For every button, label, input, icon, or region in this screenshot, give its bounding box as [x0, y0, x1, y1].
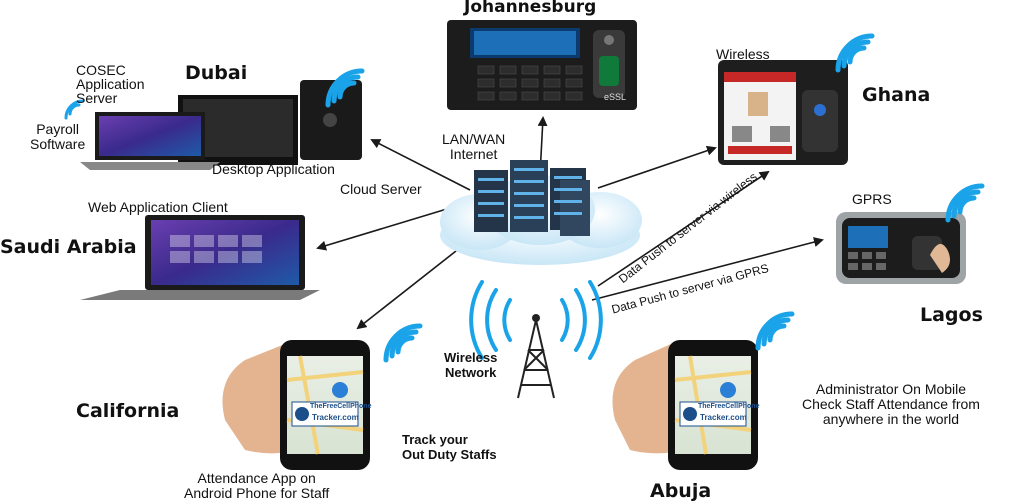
tower-signal-waves — [469, 280, 603, 360]
biometric-terminal-johannesburg — [447, 20, 637, 110]
label-web-application-client: Web Application Client — [88, 199, 228, 215]
label-attendance-app: Attendance App on Android Phone for Staf… — [184, 471, 329, 501]
label-wireless-net-line1: Wireless — [444, 350, 498, 365]
label-payroll-software: Payroll Software — [30, 122, 85, 152]
wifi-icon-abuja — [755, 311, 795, 351]
city-dubai: Dubai — [185, 62, 248, 84]
arrow-to-california — [356, 239, 471, 330]
wireless-tower-icon — [517, 314, 555, 399]
label-desktop-application: Desktop Application — [212, 161, 335, 177]
label-admin-line3: anywhere in the world — [822, 411, 960, 427]
label-cosec-line3: Server — [76, 90, 118, 106]
label-track-line2: Out Duty Staffs — [402, 447, 497, 462]
biometric-terminal-ghana — [718, 60, 848, 165]
desktop-and-laptop-dubai — [80, 80, 362, 170]
city-lagos: Lagos — [920, 304, 983, 326]
label-cosec-server: COSEC Application Server — [76, 63, 145, 105]
app-brand-california-2: Tracker.com — [312, 413, 359, 422]
label-administrator-mobile: Administrator On Mobile Check Staff Atte… — [802, 382, 980, 427]
arrow-lagos-gprs — [591, 237, 824, 301]
label-cloud-server: Cloud Server — [340, 181, 422, 197]
arrow-to-desktop — [370, 139, 471, 191]
wifi-icon-payroll — [64, 99, 85, 120]
arrow-to-ghana — [597, 145, 717, 189]
city-saudi-arabia: Saudi Arabia — [0, 236, 137, 258]
label-gprs: GPRS — [852, 191, 892, 207]
label-cosec-line2: Application — [76, 76, 145, 92]
city-abuja: Abuja — [650, 480, 712, 502]
server-rack-icon — [474, 160, 590, 236]
city-ghana: Ghana — [862, 84, 931, 106]
label-lan-line1: LAN/WAN — [442, 131, 506, 147]
phone-abuja — [612, 340, 758, 470]
essl-brand: eSSL — [604, 92, 627, 102]
label-attendance-line1: Attendance App on — [197, 470, 316, 486]
wifi-icon-ghana — [835, 33, 875, 73]
arrow-to-web-client — [316, 204, 461, 251]
label-payroll-line2: Software — [30, 136, 86, 152]
label-admin-line1: Administrator On Mobile — [815, 381, 967, 397]
wifi-icon-dubai — [325, 68, 365, 108]
phone-california — [222, 340, 370, 470]
wifi-icon-lagos — [945, 183, 985, 223]
laptop-saudi-arabia — [80, 215, 320, 300]
label-wireless-network: Wireless Network — [444, 350, 497, 380]
app-brand-california-1: TheFreeCellPhone — [310, 403, 372, 410]
label-track-line1: Track your — [402, 432, 468, 447]
label-wireless-net-line2: Network — [445, 365, 497, 380]
label-admin-line2: Check Staff Attendance from — [802, 396, 980, 412]
label-cosec-line1: COSEC — [76, 62, 126, 78]
app-brand-abuja-2: Tracker.com — [700, 413, 747, 422]
gprs-terminal-lagos — [836, 212, 966, 284]
label-attendance-line2: Android Phone for Staff — [184, 485, 330, 501]
city-california: California — [76, 400, 180, 422]
label-wireless-ghana: Wireless — [716, 46, 770, 62]
label-payroll-line1: Payroll — [36, 121, 80, 137]
city-johannesburg: Johannesburg — [464, 0, 597, 17]
arrow-ghana-wireless — [597, 170, 770, 287]
connection-arrows — [316, 116, 824, 330]
label-track-staff: Track your Out Duty Staffs — [402, 432, 497, 462]
label-lan-wan-internet: LAN/WAN Internet — [442, 132, 505, 162]
wifi-icon-california — [383, 323, 423, 363]
label-lan-line2: Internet — [449, 146, 498, 162]
app-brand-abuja-1: TheFreeCellPhone — [698, 403, 760, 410]
